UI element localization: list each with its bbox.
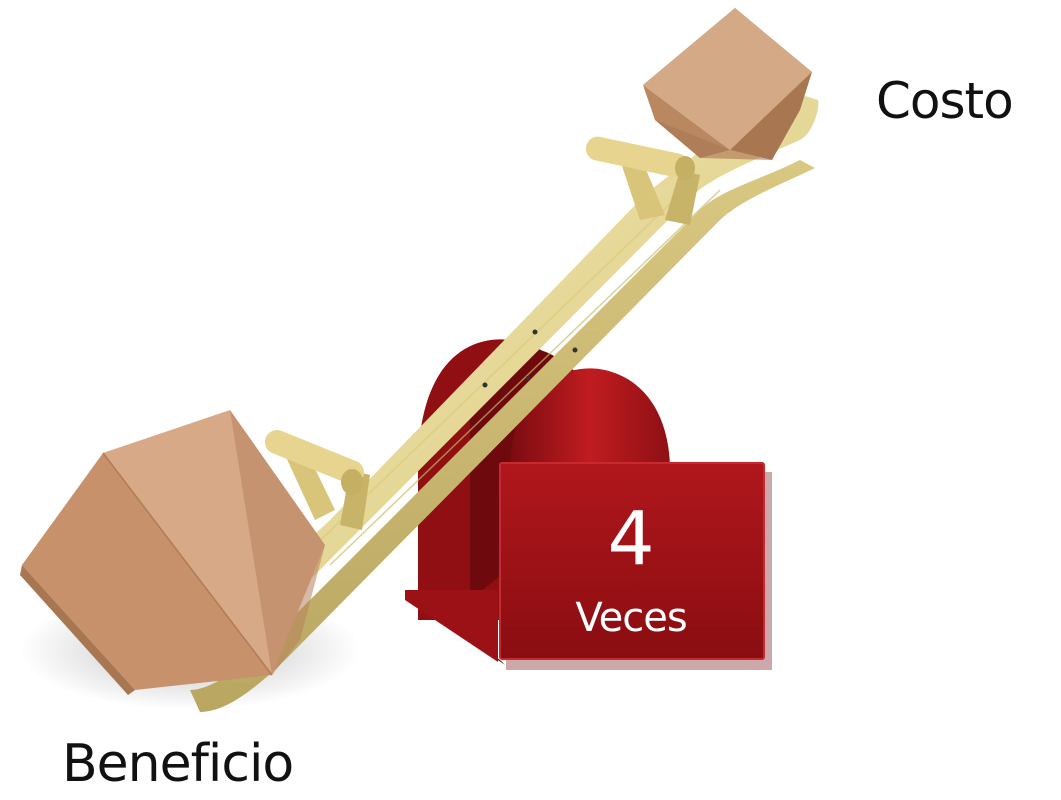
cost-box-icon — [643, 8, 812, 160]
benefit-label: Beneficio — [62, 734, 294, 794]
benefit-box-icon — [20, 410, 325, 695]
cost-label: Costo — [876, 72, 1014, 130]
badge-unit: Veces — [575, 595, 687, 641]
badge-number: 4 — [607, 496, 655, 582]
left-handle — [264, 430, 370, 530]
right-handle — [585, 136, 700, 225]
badge — [499, 462, 772, 670]
